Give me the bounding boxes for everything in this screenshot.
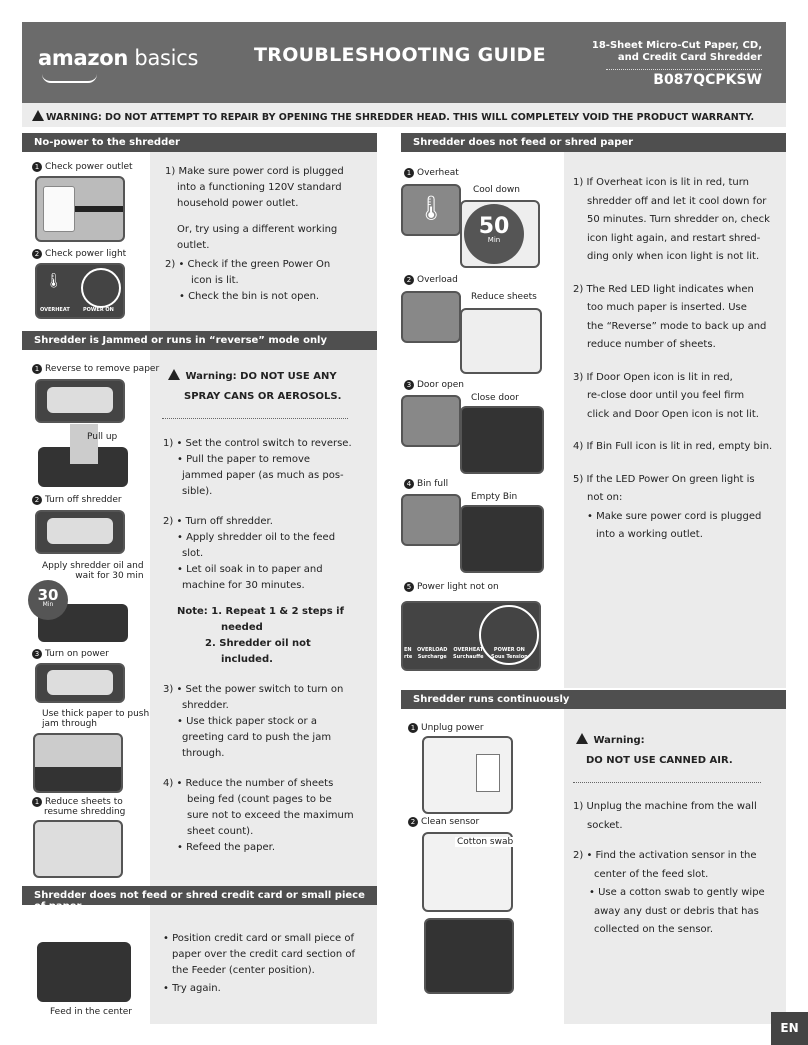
section-text: • Position credit card or small piece of… xyxy=(163,933,356,994)
section-bg xyxy=(564,709,786,1024)
section-title-no-feed: Shredder does not feed or shred paper xyxy=(401,133,786,152)
paper-illustration xyxy=(70,424,98,464)
warning-icon xyxy=(576,733,588,744)
push-paper-illustration xyxy=(33,733,123,793)
overload-icon xyxy=(401,291,461,343)
door-open-icon xyxy=(401,395,461,447)
empty-bin-label: Empty Bin xyxy=(471,492,518,502)
bin-illustration xyxy=(460,505,544,573)
shredder-illustration xyxy=(424,918,514,994)
section-title-no-power: No-power to the shredder xyxy=(22,133,377,152)
divider xyxy=(606,69,762,70)
outlet-illustration xyxy=(35,176,125,242)
page-title: TROUBLESHOOTING GUIDE xyxy=(254,44,546,66)
divider xyxy=(162,418,348,419)
sheets-illustration xyxy=(460,308,542,374)
header-banner: amazon basics TROUBLESHOOTING GUIDE 18-S… xyxy=(22,22,786,103)
section-bg xyxy=(150,152,377,332)
switch-illustration xyxy=(35,379,125,423)
section-title-jammed: Shredder is Jammed or runs in “reverse” … xyxy=(22,331,377,350)
section-bg xyxy=(564,152,786,688)
close-door-label: Close door xyxy=(471,393,519,403)
bin-full-icon xyxy=(401,494,461,546)
overheat-icon: 🌡 xyxy=(401,184,461,236)
section-title-credit-card: Shredder does not feed or shred credit c… xyxy=(22,886,377,912)
warning-icon xyxy=(32,110,44,121)
power-light-illustration: 🌡 OVERHEAT POWER ON xyxy=(35,263,125,319)
cotton-swab-label: Cotton swab xyxy=(455,837,516,847)
warranty-warning: WARNING: DO NOT ATTEMPT TO REPAIR BY OPE… xyxy=(22,103,786,127)
warning-icon xyxy=(168,369,180,380)
thermometer-icon: 🌡 xyxy=(45,273,63,289)
brand-logo: amazon basics xyxy=(38,46,199,70)
logo-smile-icon xyxy=(42,74,97,83)
model-number: B087QCPKSW xyxy=(653,72,762,88)
switch-illustration xyxy=(35,663,125,703)
language-badge: EN xyxy=(771,1012,808,1045)
shredder-illustration xyxy=(37,942,131,1002)
sheets-illustration xyxy=(33,820,123,878)
switch-illustration xyxy=(35,510,125,554)
air-warning: Warning:DO NOT USE CANNED AIR. xyxy=(576,731,776,771)
divider xyxy=(573,782,761,783)
section-title-runs-continuously: Shredder runs continuously xyxy=(401,690,786,709)
product-name: 18-Sheet Micro-Cut Paper, CD,and Credit … xyxy=(591,40,762,63)
section-text: 1) • Set the control switch to reverse.•… xyxy=(163,438,354,853)
section-bg xyxy=(150,349,377,888)
cool-down-label: Cool down xyxy=(473,185,520,195)
pull-up-label: Pull up xyxy=(87,432,118,442)
section-bg xyxy=(150,905,377,1024)
feed-center-label: Feed in the center xyxy=(50,1007,132,1017)
reduce-sheets-label: Reduce sheets xyxy=(471,292,537,302)
unplug-illustration xyxy=(422,736,513,814)
door-illustration xyxy=(460,406,544,474)
